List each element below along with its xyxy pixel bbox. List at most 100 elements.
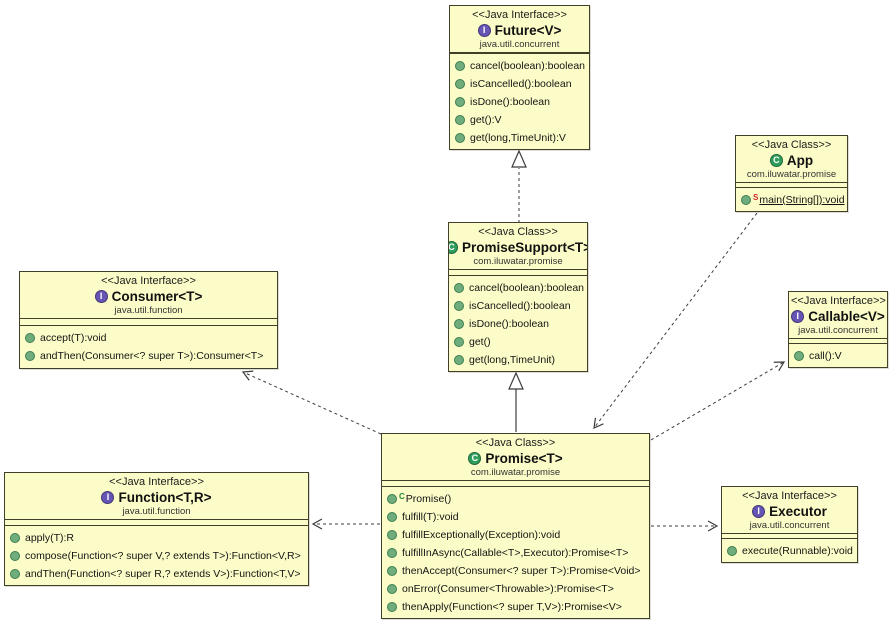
interface-icon: I [791, 310, 805, 323]
class-name: Future<V> [494, 23, 562, 38]
class-header: <<Java Interface>> I Consumer<T> java.ut… [20, 272, 277, 318]
class-header: <<Java Class>> C PromiseSupport<T> com.i… [449, 223, 587, 269]
public-method-icon [387, 566, 397, 576]
interface-icon: I [94, 290, 108, 303]
method-row: get(long,TimeUnit) [454, 351, 583, 369]
method-row: compose(Function<? super V,? extends T>)… [10, 547, 304, 565]
class-box-promise[interactable]: <<Java Class>> C Promise<T> com.iluwatar… [381, 433, 650, 619]
attributes-compartment [789, 338, 887, 344]
class-name: App [786, 153, 814, 168]
class-name: Promise<T> [485, 451, 563, 466]
method-row: get():V [455, 111, 585, 129]
method-label: apply(T):R [25, 532, 75, 544]
method-label: execute(Runnable):void [742, 545, 853, 557]
method-row: call():V [794, 347, 883, 365]
public-method-icon [387, 602, 397, 612]
constructor-modifier: C [399, 491, 405, 501]
method-row: fulfill(T):void [387, 508, 645, 526]
stereotype-label: <<Java Class>> [475, 437, 556, 449]
stereotype-label: <<Java Class>> [478, 226, 558, 238]
class-box-function[interactable]: <<Java Interface>> I Function<T,R> java.… [4, 472, 309, 586]
method-row: isDone():boolean [455, 93, 585, 111]
stereotype-label: <<Java Class>> [751, 139, 832, 151]
method-label: cancel(boolean):boolean [469, 282, 585, 294]
methods-compartment: cancel(boolean):boolean isCancelled():bo… [449, 276, 587, 371]
public-method-icon [25, 351, 35, 361]
class-header: <<Java Interface>> I Function<T,R> java.… [5, 473, 308, 519]
class-box-executor[interactable]: <<Java Interface>> I Executor java.util.… [721, 486, 858, 563]
method-label: andThen(Function<? super R,? extends V>)… [25, 568, 301, 580]
class-icon: C [769, 154, 783, 167]
methods-compartment: apply(T):R compose(Function<? super V,? … [5, 526, 308, 585]
method-label: andThen(Consumer<? super T>):Consumer<T> [40, 350, 264, 362]
public-method-icon [10, 551, 20, 561]
public-method-icon [10, 569, 20, 579]
method-label: thenApply(Function<? super T,V>):Promise… [402, 601, 622, 613]
public-method-icon [455, 61, 465, 71]
method-label: thenAccept(Consumer<? super T>):Promise<… [402, 565, 641, 577]
class-box-consumer[interactable]: <<Java Interface>> I Consumer<T> java.ut… [19, 271, 278, 369]
class-header: <<Java Interface>> I Callable<V> java.ut… [789, 292, 887, 338]
methods-compartment: accept(T):void andThen(Consumer<? super … [20, 326, 277, 368]
method-label: isCancelled():boolean [469, 300, 571, 312]
public-method-icon [10, 533, 20, 543]
method-label: fulfill(T):void [402, 511, 459, 523]
method-label: fulfillInAsync(Callable<T>,Executor):Pro… [402, 547, 629, 559]
method-label: cancel(boolean):boolean [470, 60, 586, 72]
public-method-icon [25, 333, 35, 343]
dependency-connector-promise-callable [650, 361, 786, 441]
class-box-promise-support[interactable]: <<Java Class>> C PromiseSupport<T> com.i… [448, 222, 588, 372]
attributes-compartment [736, 182, 847, 188]
method-row: thenApply(Function<? super T,V>):Promise… [387, 598, 645, 616]
method-label: call():V [809, 350, 842, 362]
method-label: fulfillExceptionally(Exception):void [402, 529, 561, 541]
generalization-arrowhead-icon [508, 371, 524, 390]
class-name: PromiseSupport<T> [461, 240, 588, 255]
package-name: com.iluwatar.promise [746, 169, 837, 180]
package-name: com.iluwatar.promise [470, 467, 561, 478]
stereotype-label: <<Java Interface>> [109, 476, 204, 488]
attributes-compartment [449, 269, 587, 276]
public-method-icon [741, 195, 751, 205]
class-box-callable[interactable]: <<Java Interface>> I Callable<V> java.ut… [788, 291, 888, 368]
method-row: andThen(Function<? super R,? extends V>)… [10, 565, 304, 583]
stereotype-label: <<Java Interface>> [472, 9, 567, 21]
class-box-future[interactable]: <<Java Interface>> I Future<V> java.util… [449, 5, 590, 150]
class-header: <<Java Interface>> I Future<V> java.util… [450, 6, 589, 52]
method-label: isDone():boolean [469, 318, 549, 330]
public-method-icon [794, 351, 804, 361]
methods-compartment: cancel(boolean):boolean isCancelled():bo… [450, 54, 589, 149]
method-row: cancel(boolean):boolean [454, 279, 585, 297]
interface-icon: I [752, 505, 766, 518]
public-method-icon [454, 337, 464, 347]
package-name: com.iluwatar.promise [473, 256, 563, 267]
methods-compartment: call():V [789, 344, 887, 367]
package-name: java.util.function [122, 506, 191, 517]
stereotype-label: <<Java Interface>> [101, 275, 196, 287]
method-row: get() [454, 333, 583, 351]
method-label: accept(T):void [40, 332, 107, 344]
method-label: get():V [470, 114, 502, 126]
public-method-icon [454, 319, 464, 329]
class-header: <<Java Class>> C App com.iluwatar.promis… [736, 136, 847, 182]
method-row: fulfillExceptionally(Exception):void [387, 526, 645, 544]
public-method-icon [454, 283, 464, 293]
method-row: apply(T):R [10, 529, 304, 547]
static-modifier: S [753, 192, 759, 202]
attributes-compartment [450, 52, 589, 54]
public-method-icon [727, 546, 737, 556]
class-header: <<Java Interface>> I Executor java.util.… [722, 487, 857, 533]
method-row: isCancelled():boolean [455, 75, 585, 93]
method-row: fulfillInAsync(Callable<T>,Executor):Pro… [387, 544, 645, 562]
method-row: get(long,TimeUnit):V [455, 129, 585, 147]
attributes-compartment [5, 519, 308, 526]
method-row: onError(Consumer<Throwable>):Promise<T> [387, 580, 645, 598]
realization-arrowhead-icon [511, 149, 527, 168]
dependency-connector-app-promise [593, 212, 758, 429]
method-label: get() [469, 336, 491, 348]
public-method-icon [455, 133, 465, 143]
class-box-app[interactable]: <<Java Class>> C App com.iluwatar.promis… [735, 135, 848, 212]
